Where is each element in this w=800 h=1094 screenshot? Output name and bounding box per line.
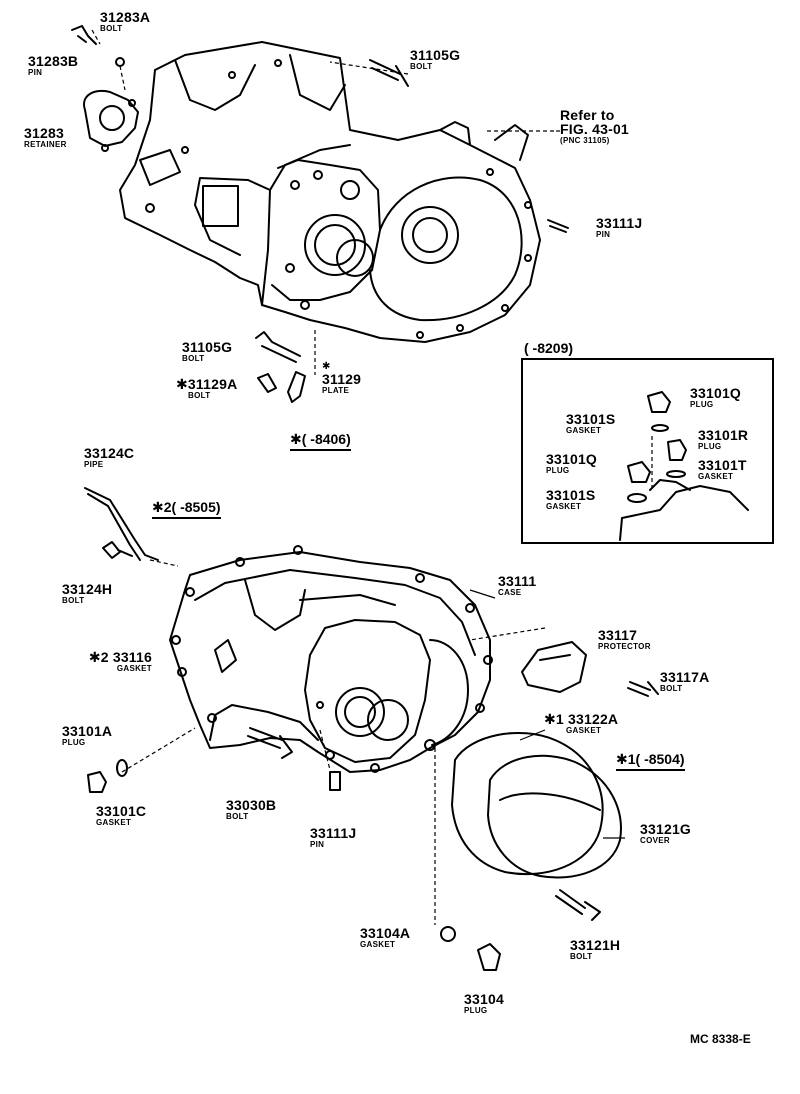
inset-case-portion [619,479,749,541]
retainer-31283-drawing [83,90,139,152]
bolt-31105g-top-drawing [369,59,409,87]
inset-gasket-s-bot [627,493,647,503]
inset-box [521,358,774,544]
inset-plug-q-bot [627,461,651,483]
note-8504: ✱1( -8504) [616,751,685,771]
pin-31283b-drawing [115,57,125,67]
plug-33104-drawing [477,943,501,971]
plug-33101a-drawing [87,771,107,793]
note-8505: ✱2( -8505) [152,499,221,519]
note-8406: ✱( -8406) [290,431,351,451]
gasket-33122a-drawing [451,732,604,876]
gasket-33104a-drawing [440,926,456,942]
lower-case-drawing [169,545,493,773]
bolt-31129a-drawing [257,373,277,393]
bolt-33030b-drawing [247,727,293,759]
inset-plug-r [667,439,687,461]
inset-plug-q-top [647,391,671,413]
cover-33121g-drawing [487,754,622,879]
bolt-31105g-bottom-drawing [255,331,301,363]
pin-lower-drawing [329,771,341,791]
inset-gasket-s-top [651,424,669,432]
inset-title: ( -8209) [524,340,574,356]
plate-31129-drawing [287,371,306,403]
diagram-code: MC 8338-E [690,1032,751,1046]
gasket-33101c-drawing [116,759,128,777]
bolt-33124h-drawing [102,541,133,559]
upper-housing-drawing [119,41,541,343]
protector-33117-drawing [521,641,587,693]
pin-upper-drawing [547,219,569,233]
pipe-33124c-drawing [84,487,159,561]
bolt-31283a-drawing [71,25,97,45]
inset-gasket-t [666,470,686,478]
bolt-33121h-drawing [555,889,601,921]
bolt-33117a-drawing [627,681,659,697]
